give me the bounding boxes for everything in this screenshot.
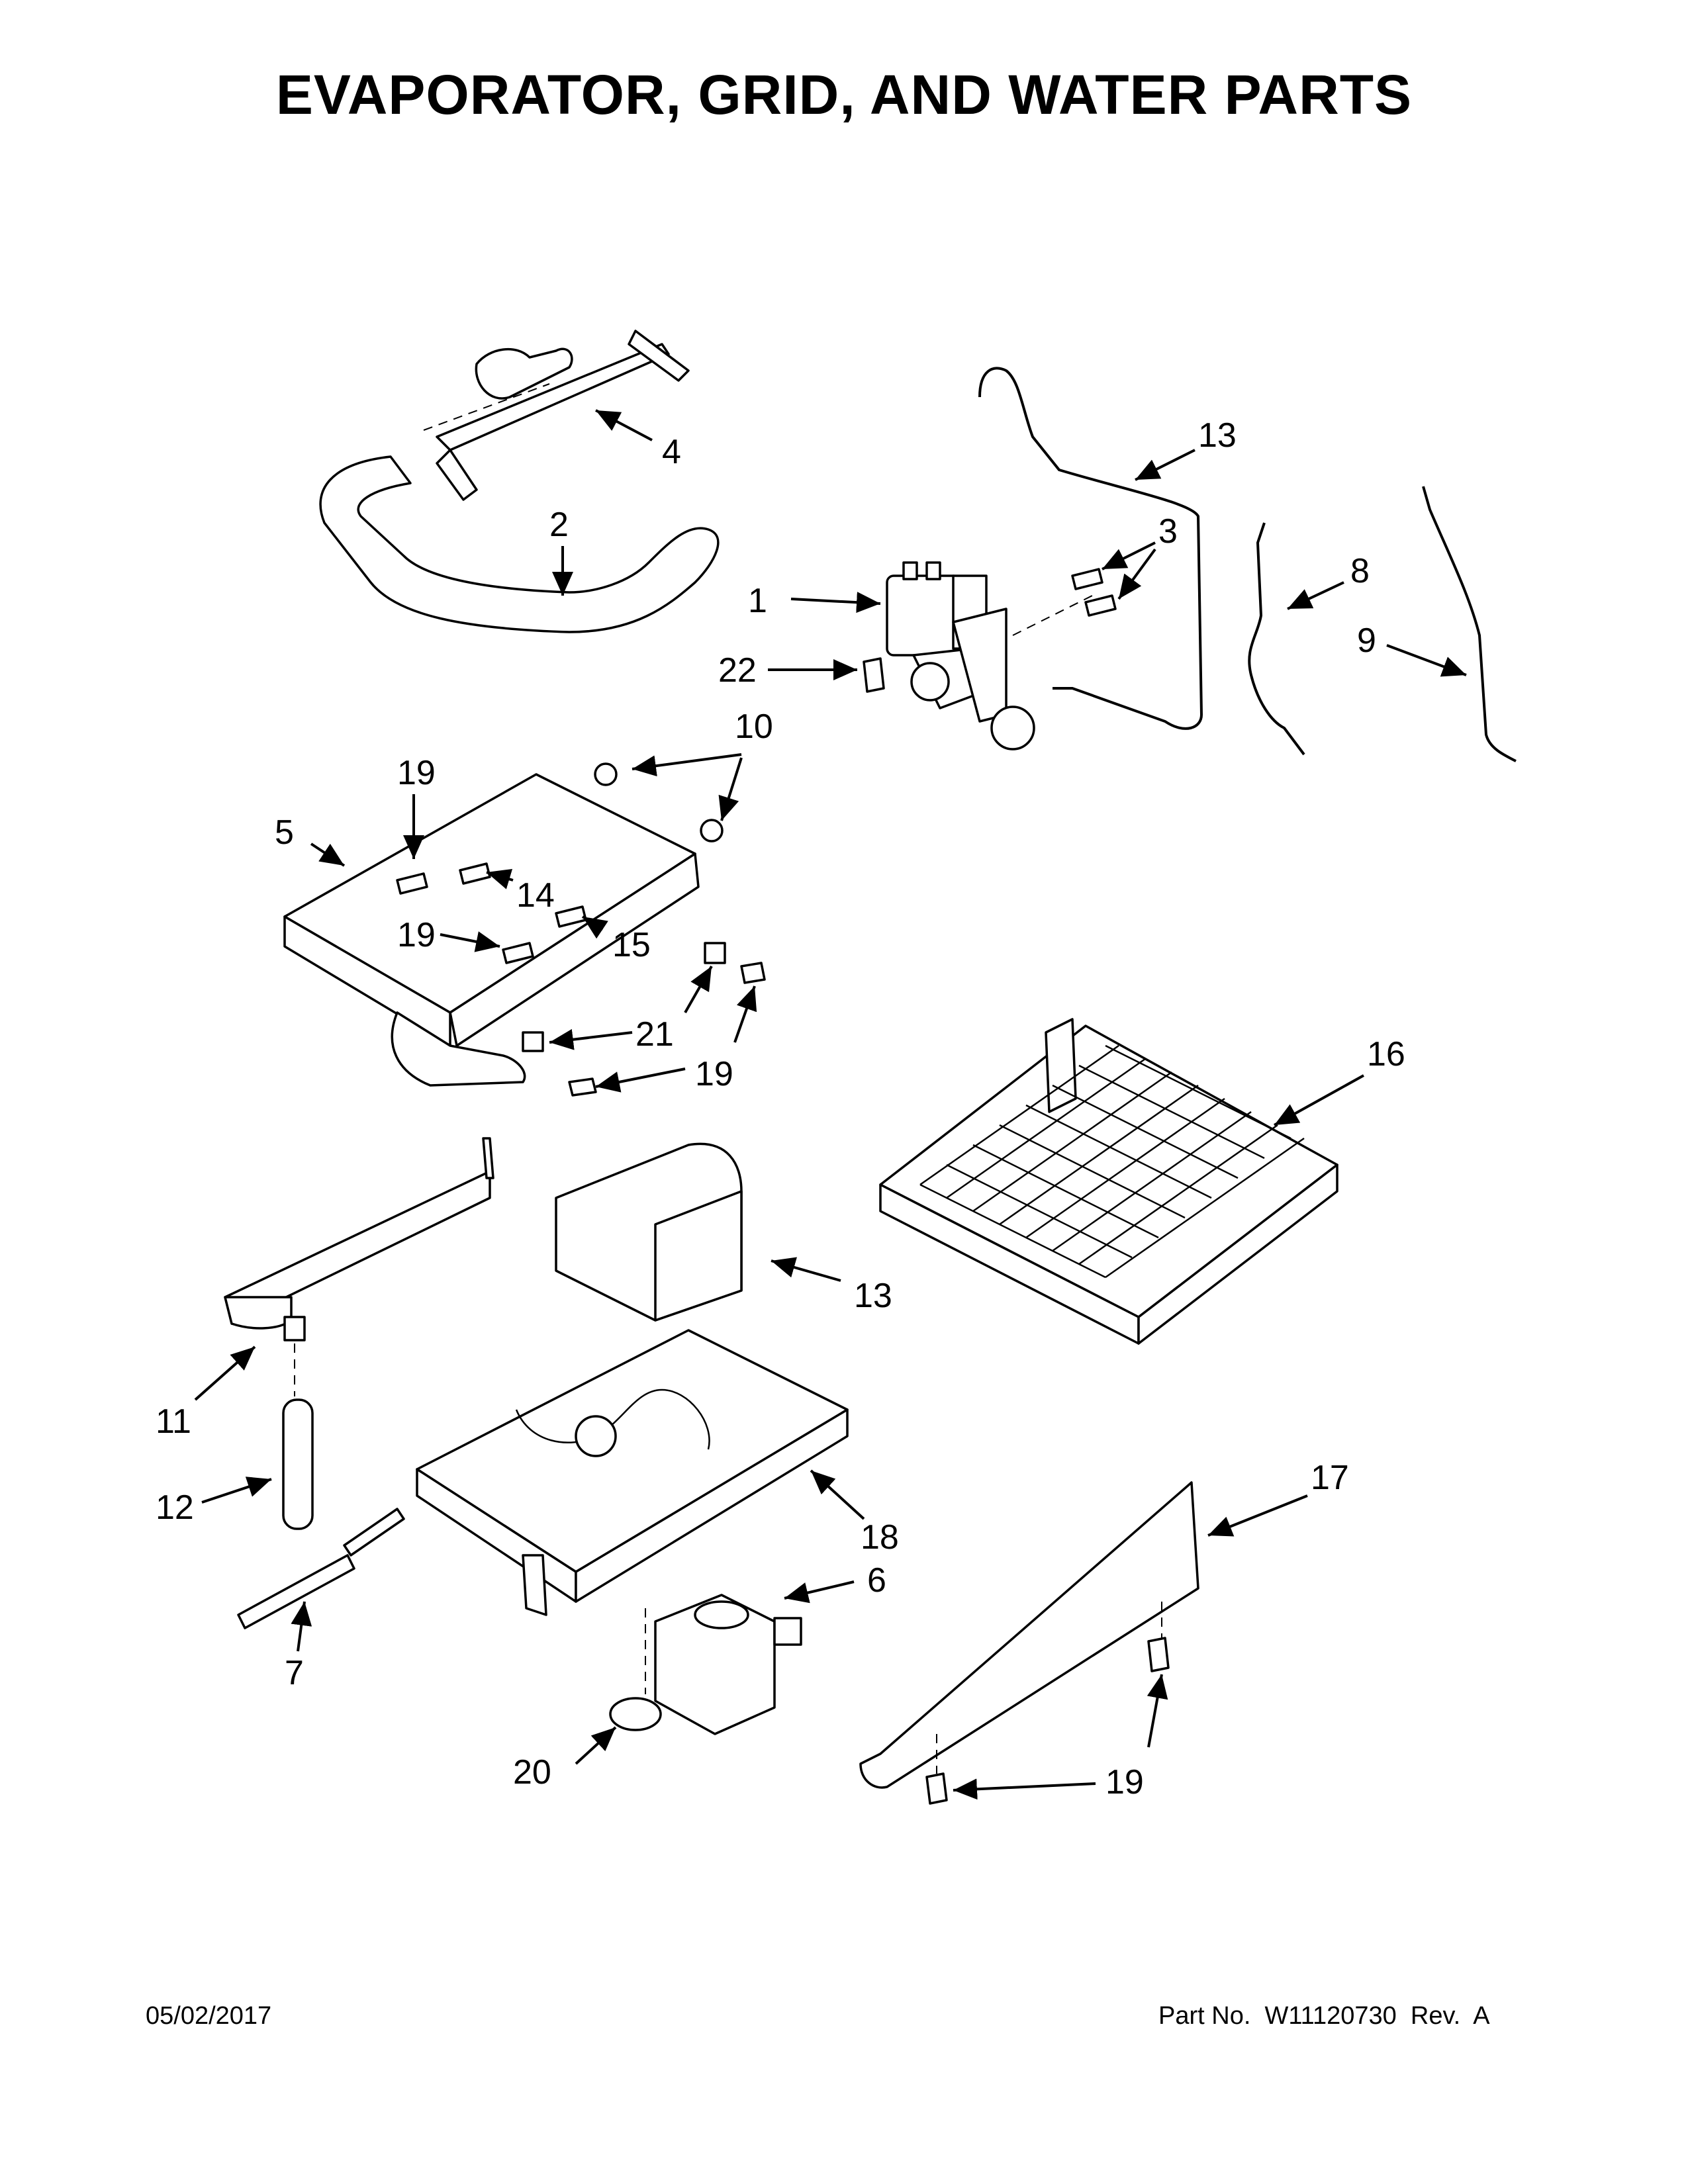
callout-5: 5 — [275, 813, 294, 852]
valve-screws — [1071, 568, 1117, 617]
evaporator-housing — [283, 762, 724, 1087]
callout-3: 3 — [1158, 512, 1178, 551]
cover — [555, 1142, 743, 1322]
callout-11: 11 — [156, 1402, 191, 1441]
leader-lines — [194, 409, 1467, 1800]
callout-2: 2 — [549, 506, 569, 544]
callout-16: 16 — [1367, 1035, 1405, 1073]
callout-17: 17 — [1311, 1459, 1349, 1497]
callout-20: 20 — [513, 1753, 551, 1792]
water-pump — [654, 1594, 802, 1735]
ice-tray — [416, 1329, 849, 1616]
fill-tube — [282, 1398, 314, 1530]
evaporator-tube — [319, 455, 720, 633]
footer-part-info: Part No. W11120730 Rev. A — [1158, 2002, 1490, 2030]
water-tube-9 — [1422, 486, 1517, 762]
evaporator-bracket — [436, 330, 690, 501]
water-tube-8 — [1248, 522, 1305, 756]
water-trough — [224, 1137, 494, 1342]
water-tube — [978, 367, 1203, 730]
housing-screws — [396, 862, 766, 1097]
valve-clip — [863, 657, 885, 693]
callout-18: 18 — [861, 1518, 899, 1557]
callout-19-top: 19 — [397, 754, 436, 792]
callout-19-bottom: 19 — [1105, 1763, 1144, 1801]
water-valve — [886, 561, 1035, 751]
callout-4: 4 — [662, 433, 681, 471]
callout-1: 1 — [748, 582, 767, 620]
pump-ring — [609, 1697, 662, 1731]
page-title: EVAPORATOR, GRID, AND WATER PARTS — [275, 64, 1413, 126]
callout-7: 7 — [285, 1654, 304, 1692]
callout-22: 22 — [718, 651, 757, 690]
callout-19-right: 19 — [695, 1055, 733, 1093]
callout-8: 8 — [1350, 552, 1370, 590]
callout-19-mid: 19 — [397, 916, 436, 954]
ice-grid — [879, 1018, 1338, 1345]
callout-21: 21 — [635, 1015, 674, 1054]
panel-screws — [925, 1637, 1170, 1805]
callout-6: 6 — [867, 1561, 886, 1600]
callout-15-top: 14 — [516, 876, 555, 915]
alignment-lines — [294, 383, 1162, 1774]
drain-hose — [237, 1508, 405, 1629]
callout-10: 10 — [735, 707, 773, 746]
callout-14: 13 — [1198, 416, 1237, 455]
callout-12: 12 — [156, 1488, 194, 1527]
callout-labels: 4 2 13 3 1 8 9 22 10 19 5 14 19 15 21 19… — [156, 416, 1405, 1801]
callout-9: 9 — [1357, 621, 1376, 660]
callout-13: 13 — [854, 1277, 892, 1315]
footer-date: 05/02/2017 — [146, 2002, 272, 2030]
panel-cover — [859, 1481, 1199, 1789]
callout-15-mid: 15 — [612, 926, 651, 964]
